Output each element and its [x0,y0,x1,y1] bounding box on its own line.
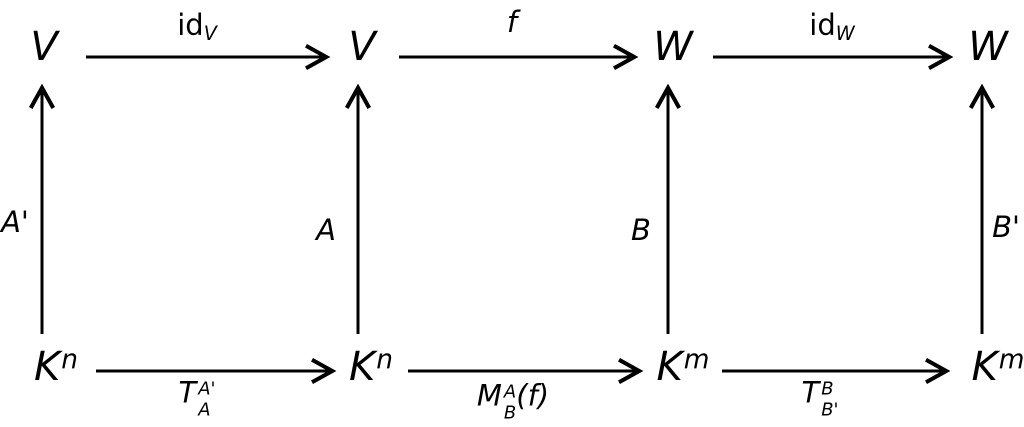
arrow-label-idV: idV [177,8,217,45]
f-base: f [506,5,518,39]
Bprime-text: B' [992,210,1020,244]
T-B-base: T [801,375,820,410]
node-V-top-left-text: V [30,24,58,70]
arrow-label-f: f [507,5,517,39]
node-W-top-mid: W [653,24,693,70]
node-Kn-bottom-mid: Kn [349,344,393,390]
T-A-scripts: A'A [198,379,216,421]
node-V-top-mid: V [348,24,375,70]
node-Km-bottom-right-base: K [971,344,998,390]
idW-base: id [809,8,836,42]
node-V-top-left: V [30,24,57,70]
M-sup: A [503,382,517,404]
M-sub: B [503,402,517,424]
idV-sub: V [203,21,217,45]
arrow-label-idW: idW [809,8,855,45]
node-V-top-mid-text: V [348,24,376,70]
node-Kn-bottom-mid-base: K [349,344,376,390]
node-W-top-right: W [968,24,1008,70]
Aprime-text: A' [1,205,29,239]
node-W-top-mid-text: W [653,24,693,70]
node-Kn-bottom-mid-exp: n [376,344,393,376]
M-base: M [476,378,502,413]
idW-sub: W [835,21,855,45]
node-Kn-bottom-left: Kn [34,344,78,390]
A-text: A [316,213,336,247]
arrow-label-A: A [316,213,336,247]
node-Km-bottom-right: Km [972,344,1024,390]
T-A-sub: A [198,399,211,421]
T-A-sup: A' [198,379,216,401]
node-Kn-bottom-left-exp: n [61,344,78,376]
T-B-sup: B [821,379,834,401]
node-Kn-bottom-left-base: K [34,344,61,390]
M-suffix: (f) [516,378,550,413]
arrow-label-B: B [631,213,651,247]
node-W-top-right-text: W [968,24,1008,70]
node-Km-bottom-mid-exp: m [683,344,710,376]
node-Km-bottom-right-exp: m [998,344,1024,376]
idV-base: id [177,8,204,42]
B-text: B [631,213,651,247]
arrow-label-Bprime: B' [992,210,1020,244]
T-B-sub: B' [821,399,839,421]
T-A-base: T [178,375,197,410]
node-Km-bottom-mid-base: K [656,344,683,390]
node-Km-bottom-mid: Km [657,344,710,390]
arrow-label-Aprime: A' [1,205,29,239]
